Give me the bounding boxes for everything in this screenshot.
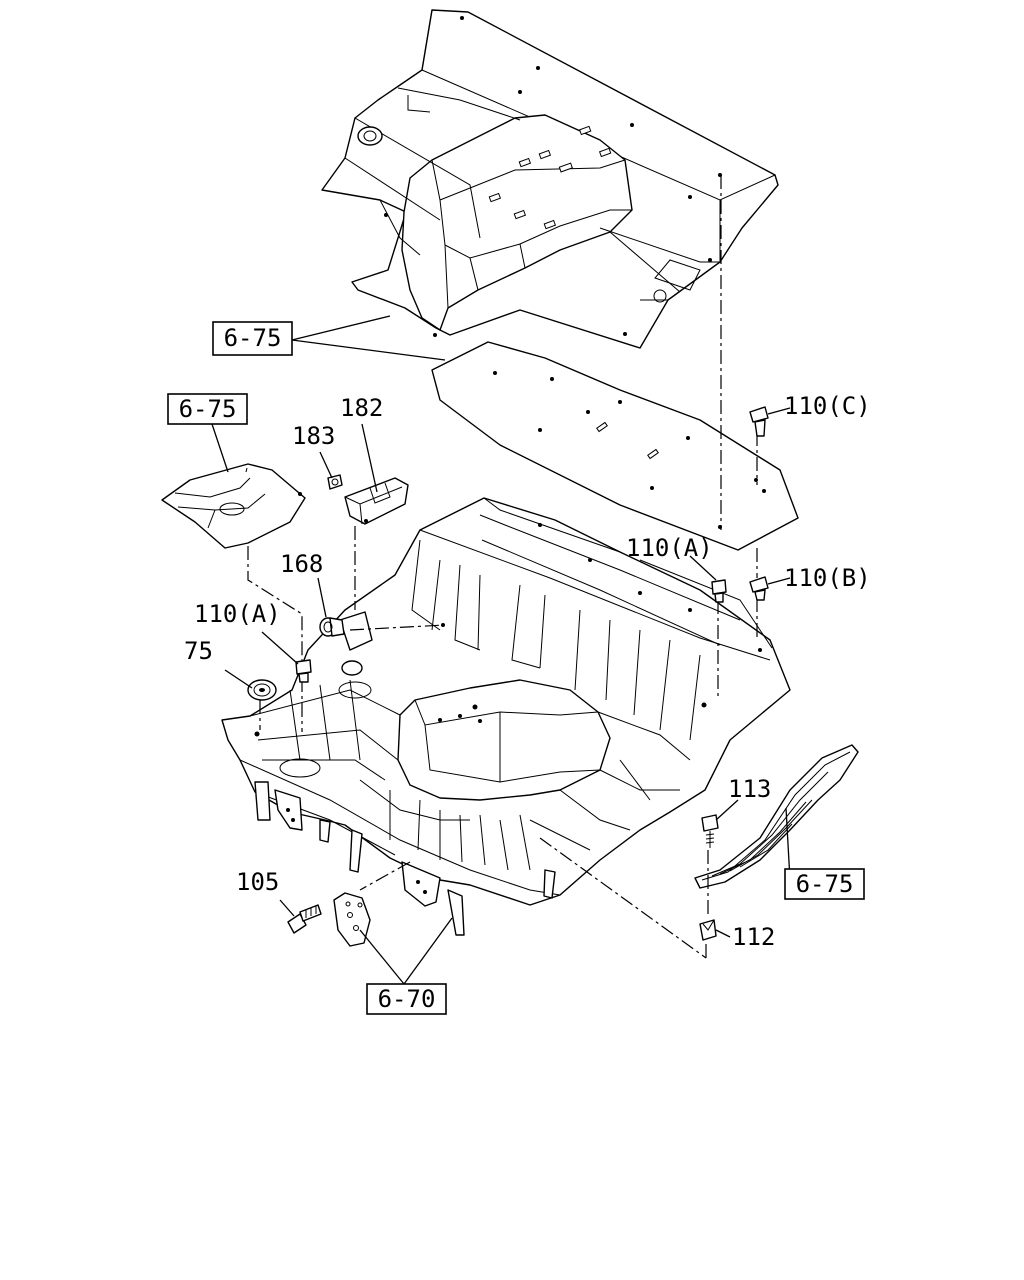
clip-110c <box>749 406 769 437</box>
callout-113: 113 <box>728 775 771 803</box>
ref-box-bottom[interactable]: 6-70 <box>366 983 447 1015</box>
clip-110a-left <box>295 659 312 683</box>
bracket-6-70 <box>333 892 371 947</box>
nut-183 <box>327 474 343 490</box>
fasteners <box>247 406 769 947</box>
callout-110a-left: 110(A) <box>194 600 281 628</box>
assembly-lines <box>247 175 758 959</box>
callout-112: 112 <box>732 923 775 951</box>
callout-110a-right: 110(A) <box>626 534 713 562</box>
upper-floor-insulator <box>321 9 779 349</box>
nut-112 <box>699 919 717 941</box>
bracket-182 <box>344 477 409 525</box>
clip-110a-right <box>711 579 727 603</box>
callout-182: 182 <box>340 394 383 422</box>
ref-label-left: 6-75 <box>179 395 237 423</box>
screw-113 <box>701 814 719 848</box>
leader-lines <box>211 315 791 985</box>
plug-75 <box>247 679 277 701</box>
main-floor-panel <box>221 497 791 936</box>
callouts: 182 183 168 110(A) 75 110(A) 110(B) 110(… <box>184 392 871 951</box>
callout-110c: 110(C) <box>784 392 871 420</box>
ref-label-bottom: 6-70 <box>378 985 436 1013</box>
floor-pad <box>431 341 799 551</box>
ref-box-right[interactable]: 6-75 <box>784 868 865 900</box>
side-step <box>694 744 859 889</box>
callout-183: 183 <box>292 422 335 450</box>
clip-110b <box>749 576 769 601</box>
callout-105: 105 <box>236 868 279 896</box>
callout-75: 75 <box>184 637 213 665</box>
grommet-168 <box>319 617 345 637</box>
callout-168: 168 <box>280 550 323 578</box>
callout-110b: 110(B) <box>784 564 871 592</box>
bolt-105 <box>287 904 322 934</box>
left-floor-pad <box>161 463 306 549</box>
ref-label-right: 6-75 <box>796 870 854 898</box>
ref-label-top: 6-75 <box>224 324 282 352</box>
ref-box-top[interactable]: 6-75 <box>212 321 293 356</box>
ref-box-left[interactable]: 6-75 <box>167 393 248 425</box>
